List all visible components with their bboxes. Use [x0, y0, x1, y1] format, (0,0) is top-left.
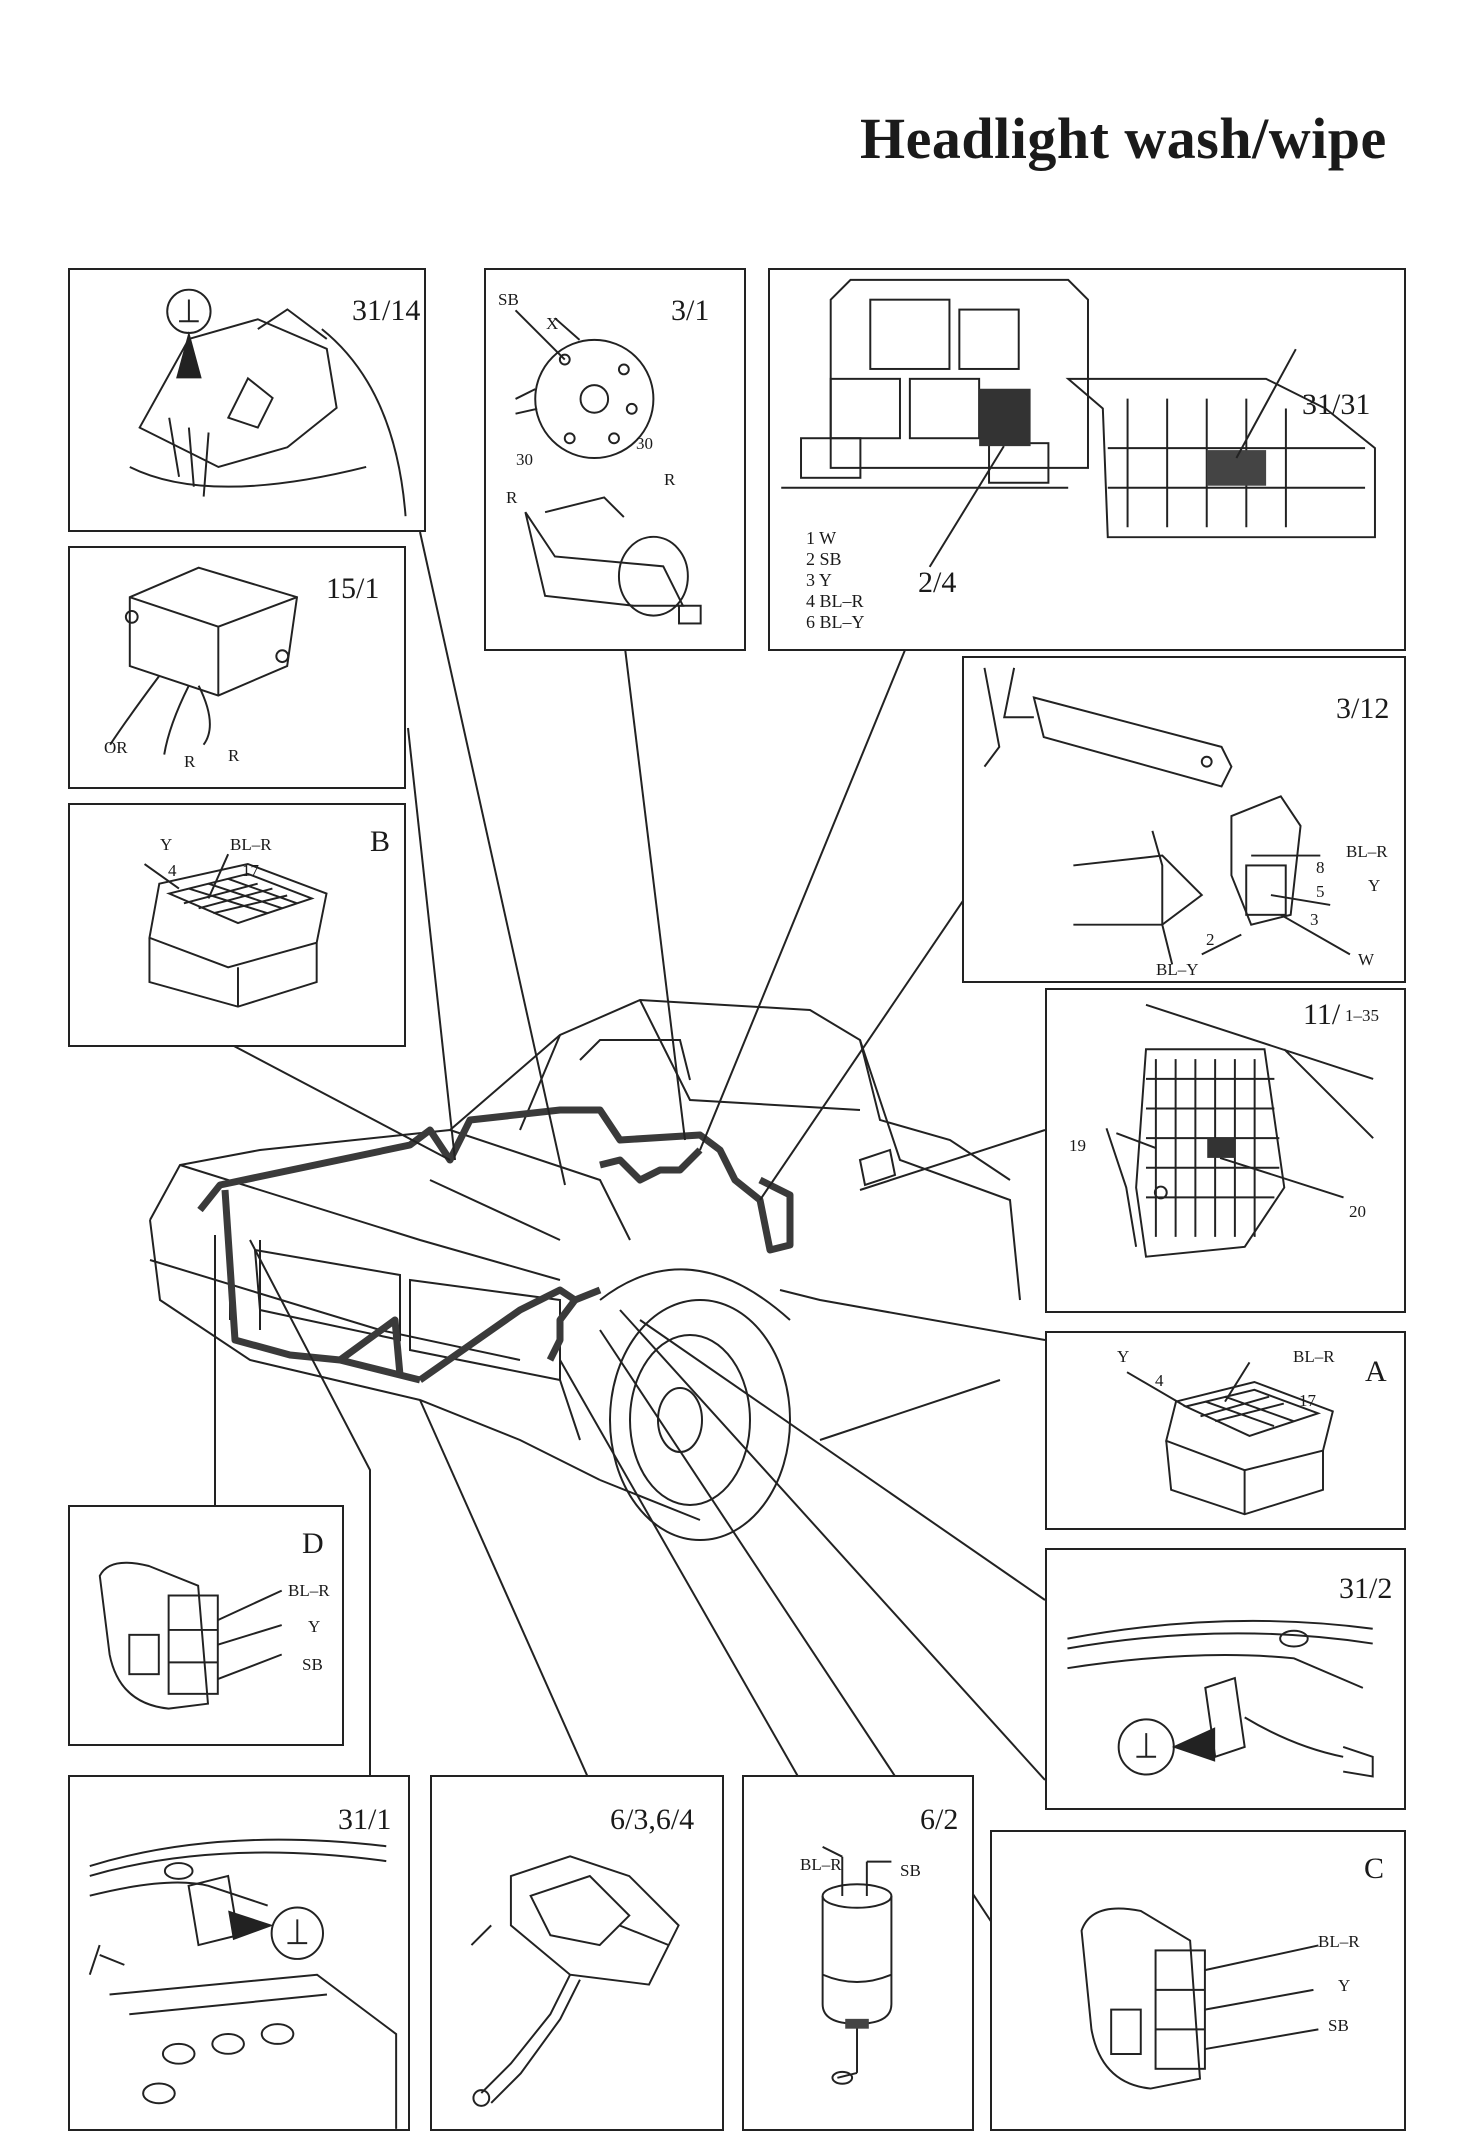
wire-label: BL–R	[288, 1581, 330, 1600]
wire-label: Y	[308, 1617, 321, 1636]
panel-label: 6/3,6/4	[610, 1803, 695, 1836]
connector-C-drawing	[1080, 1907, 1319, 2090]
wire-label: 8	[1316, 858, 1325, 877]
connector-A-drawing	[1126, 1361, 1334, 1516]
wire-label: 17	[1299, 1391, 1316, 1410]
panel-label: A	[1365, 1355, 1387, 1388]
legend-item: 6 BL–Y	[806, 612, 865, 632]
panel-31-2: 31/2	[1045, 1548, 1406, 1810]
panel-connector-C: C BL–R Y SB	[990, 1830, 1406, 2131]
control-module-drawing	[109, 566, 299, 755]
panel-label: 31/2	[1339, 1572, 1393, 1605]
wire-label: 3	[1310, 910, 1319, 929]
washer-pump-drawing	[821, 1845, 893, 2085]
legend-item: 2 SB	[806, 549, 842, 569]
wire-label: BL–R	[1346, 842, 1388, 861]
panel-sublabel: 1–35	[1345, 1006, 1379, 1025]
panel-label-31-31: 31/31	[1302, 388, 1371, 421]
panel-31-1: 31/1	[68, 1775, 410, 2131]
wire-label: BL–R	[800, 1855, 842, 1874]
wire-label: Y	[1338, 1976, 1351, 1995]
panel-2-4-relay-box: 2/4 31/31 1 W 2 SB 3 Y 4 BL–R 6 BL–Y	[768, 268, 1406, 651]
wire-label: X	[546, 314, 559, 333]
wire-label: R	[664, 470, 676, 489]
wire-label: 30	[636, 434, 653, 453]
panel-31-14: 31/14	[68, 268, 426, 532]
wire-label: 17	[242, 861, 259, 880]
ground-point-drawing	[129, 288, 407, 517]
panel-connector-A: A Y 4 BL–R 17	[1045, 1331, 1406, 1530]
wire-label: SB	[498, 290, 519, 309]
relay-box-drawing	[781, 278, 1376, 568]
panel-label: 3/1	[671, 294, 710, 327]
legend-item: 3 Y	[806, 570, 832, 590]
panel-connector-B: B Y 4 BL–R 17	[68, 803, 406, 1047]
panel-connector-D: D BL–R Y SB	[68, 1505, 344, 1746]
ground-point-drawing	[1067, 1619, 1374, 1778]
wire-label: BL–R	[1318, 1932, 1360, 1951]
stalk-switch-drawing	[983, 667, 1351, 965]
panel-label: B	[370, 825, 391, 858]
panel-label: 6/2	[920, 1803, 959, 1836]
wire-label: 30	[516, 450, 533, 469]
wire-label: Y	[1117, 1347, 1130, 1366]
panel-label: 31/14	[352, 294, 421, 327]
wire-label: 4	[1155, 1371, 1164, 1390]
wire-label: SB	[302, 1655, 323, 1674]
wire-label: R	[184, 752, 196, 771]
panel-11-fusebox: 11/ 1–35 19 20	[1045, 988, 1406, 1313]
wire-label: 4	[168, 861, 177, 880]
panel-label: 31/1	[338, 1803, 392, 1836]
legend-item: 1 W	[806, 528, 837, 548]
wire-label: 2	[1206, 930, 1215, 949]
wire-label: BL–R	[230, 835, 272, 854]
wire-label: SB	[900, 1861, 921, 1880]
panel-label: 15/1	[326, 572, 380, 605]
wire-label: Y	[160, 835, 173, 854]
ground-point-drawing	[88, 1838, 398, 2129]
pin-legend: 1 W 2 SB 3 Y 4 BL–R 6 BL–Y	[806, 528, 865, 633]
wire-label: R	[506, 488, 518, 507]
wire-label: Y	[1368, 876, 1381, 895]
wire-label: 5	[1316, 882, 1325, 901]
panel-label: 3/12	[1336, 692, 1390, 725]
wire-label: R	[228, 746, 240, 765]
panel-3-12: 3/12 8 BL–R 5 Y 3 2 W BL–Y	[962, 656, 1406, 983]
panel-6-2: 6/2 BL–R SB	[742, 1775, 974, 2131]
ignition-switch-drawing	[514, 309, 702, 625]
panel-label: 11/	[1303, 998, 1341, 1031]
connector-D-drawing	[98, 1561, 283, 1710]
panel-3-1: 3/1 SB X 30 30 R R	[484, 268, 746, 651]
legend-item: 4 BL–R	[806, 591, 864, 611]
wire-label: 20	[1349, 1202, 1366, 1221]
panel-label: C	[1364, 1852, 1385, 1885]
panel-label-2-4: 2/4	[918, 566, 957, 599]
wire-label: BL–R	[1293, 1347, 1335, 1366]
wire-label: OR	[104, 738, 128, 757]
wire-label: W	[1358, 950, 1375, 969]
page-title: Headlight wash/wipe	[860, 106, 1387, 171]
wire-label: 19	[1069, 1136, 1086, 1155]
panel-label: D	[302, 1527, 324, 1560]
panel-6-3-6-4: 6/3,6/4	[430, 1775, 724, 2131]
panel-15-1: 15/1 OR R R	[68, 546, 406, 789]
wire-label: BL–Y	[1156, 960, 1199, 979]
wire-label: SB	[1328, 2016, 1349, 2035]
connector-B-drawing	[143, 853, 328, 1008]
fuse-box-drawing	[1105, 1003, 1374, 1258]
wiper-motor-drawing	[470, 1855, 680, 2107]
